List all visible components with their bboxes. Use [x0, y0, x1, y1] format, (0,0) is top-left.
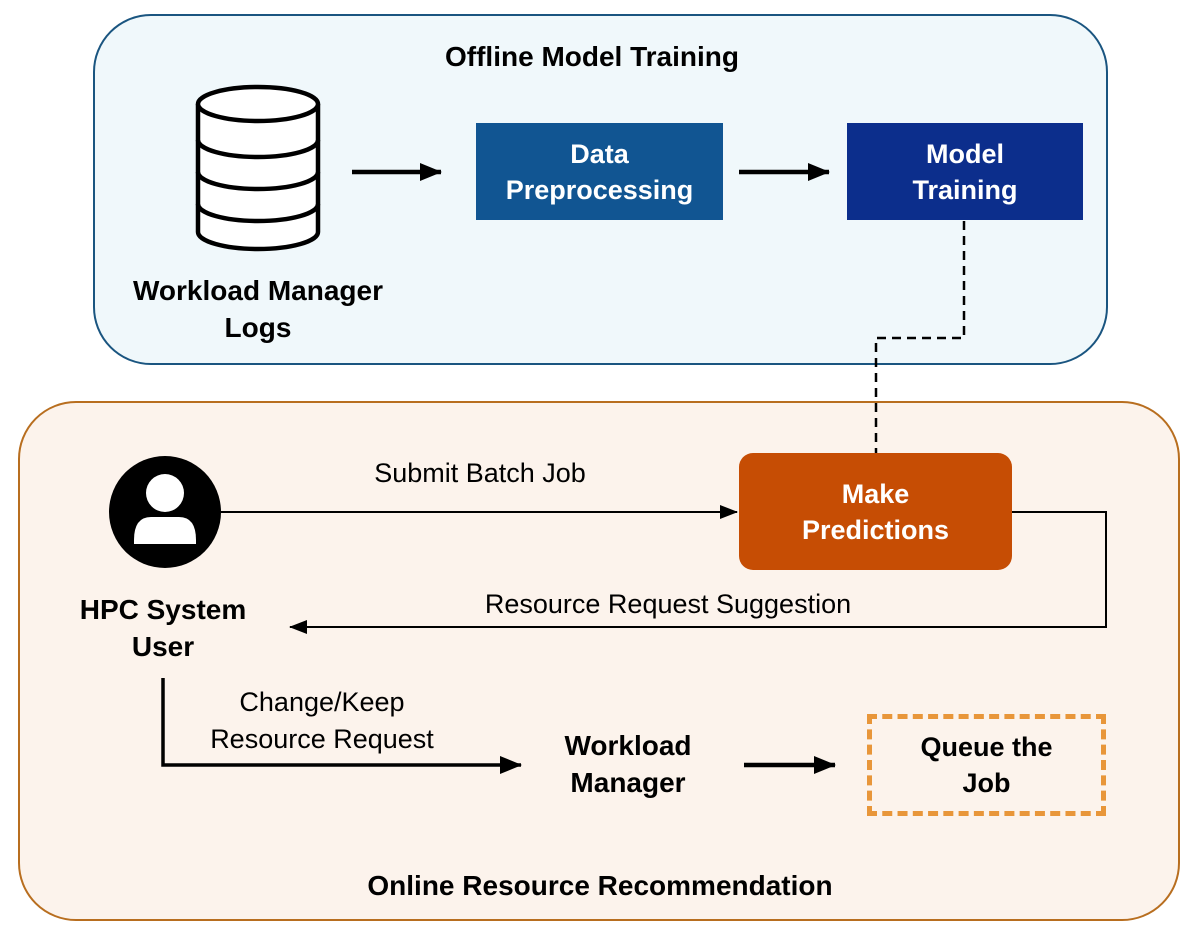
workload-manager-line1: Workload: [564, 730, 692, 761]
database-icon: [195, 84, 321, 252]
workload-manager-line2: Manager: [570, 767, 686, 798]
change-keep-line1: Change/Keep: [239, 687, 405, 717]
workload-manager-label: Workload Manager: [517, 727, 739, 801]
queue-job-box: Queue the Job: [867, 714, 1106, 816]
preprocess-line1: Data: [570, 138, 629, 169]
training-line2: Training: [912, 174, 1018, 205]
arrow-change-keep: [161, 678, 522, 774]
user-label: HPC System User: [33, 591, 293, 665]
queue-line2: Job: [962, 768, 1011, 798]
preprocess-line2: Preprocessing: [505, 174, 694, 205]
offline-title: Offline Model Training: [445, 41, 739, 72]
source-label-line2: Logs: [224, 312, 292, 343]
online-title: Online Resource Recommendation: [367, 870, 833, 901]
change-keep-line2: Resource Request: [210, 724, 434, 754]
queue-line1: Queue the: [920, 732, 1053, 762]
predict-line1: Make: [841, 478, 910, 509]
user-icon: [109, 456, 221, 568]
data-preprocessing-box: Data Preprocessing: [476, 123, 723, 220]
source-label-line1: Workload Manager: [133, 275, 383, 306]
training-line1: Model: [926, 138, 1004, 169]
change-keep-label: Change/Keep Resource Request: [172, 684, 472, 758]
user-label-line1: HPC System: [79, 594, 247, 625]
arrow-suggestion: [289, 511, 1107, 634]
predict-line2: Predictions: [801, 514, 950, 545]
source-label: Workload Manager Logs: [96, 272, 420, 346]
user-label-line2: User: [131, 631, 195, 662]
make-predictions-box: Make Predictions: [739, 453, 1012, 570]
model-link-dashed: [874, 221, 966, 453]
suggestion-label: Resource Request Suggestion: [484, 589, 852, 619]
submit-label: Submit Batch Job: [374, 458, 586, 488]
model-training-box: Model Training: [847, 123, 1083, 220]
